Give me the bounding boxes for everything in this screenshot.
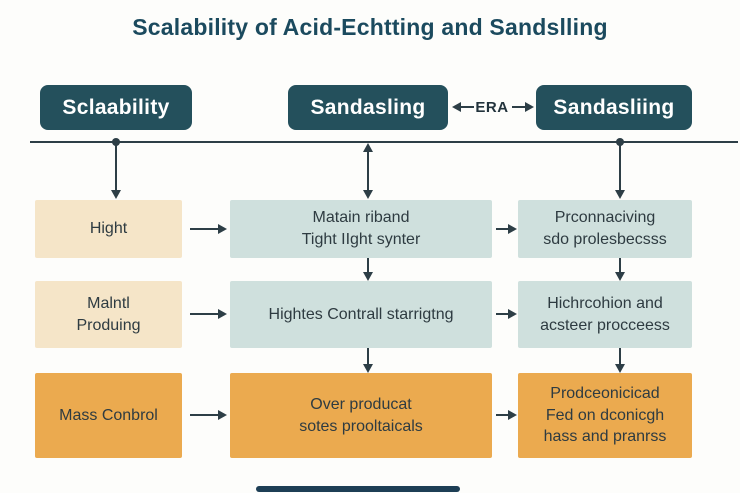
cell-mass-conbrol: Mass Conbrol (35, 373, 182, 458)
timeline-line (30, 138, 738, 146)
cell-text: Prodceonicicad Fed on dconicgh hass and … (543, 385, 667, 446)
right-arrow-row2-a (190, 309, 227, 319)
cell-hightes-contrall: Hightes Contrall starrigtng (230, 281, 492, 348)
cell-malntl-produing: Malntl Produing (35, 281, 182, 348)
cell-text: Hichrcohion and acsteer procceess (540, 294, 670, 334)
cell-text: Over producat sotes prooltaicals (299, 395, 423, 435)
era-label: ERA (475, 98, 509, 116)
right-arrow-row3-b (496, 410, 517, 420)
cell-hight: Hight (35, 200, 182, 258)
right-arrow-row1-b (496, 224, 517, 234)
down-arrow-col3-row3 (615, 348, 625, 373)
right-arrow-row1-a (190, 224, 227, 234)
cell-text: Prconnaciving sdo prolesbecsss (543, 209, 667, 248)
bottom-bar-decoration (256, 486, 460, 492)
header-label: Sclaability (62, 95, 170, 119)
down-arrow-col3-row2 (615, 258, 625, 281)
cell-matain-riband: Matain riband Tight IIght synter (230, 200, 492, 258)
cell-over-producat: Over producat sotes prooltaicals (230, 373, 492, 458)
right-arrow-row2-b (496, 309, 517, 319)
down-arrow-col1 (111, 142, 121, 199)
up-down-arrow-col2 (363, 143, 373, 199)
timeline-dot-left (112, 138, 120, 146)
header-box-sandasliing: Sandasliing (536, 85, 692, 130)
down-arrow-col2-row2 (363, 258, 373, 281)
cell-text: Hight (89, 220, 128, 238)
cell-hichrcohion: Hichrcohion and acsteer procceess (518, 281, 692, 348)
down-arrow-col3 (615, 142, 625, 199)
header-label: Sandasliing (553, 95, 675, 119)
cell-prconnaciving: Prconnaciving sdo prolesbecsss (518, 200, 692, 258)
cell-text: Matain riband Tight IIght synter (301, 209, 421, 248)
header-label: Sandasling (310, 95, 426, 119)
timeline-dot-right (616, 138, 624, 146)
cell-text: Hightes Contrall starrigtng (268, 305, 454, 323)
cell-text: Malntl Produing (76, 294, 141, 334)
cell-text: Mass Conbrol (59, 406, 158, 424)
header-box-sandasling: Sandasling (288, 85, 448, 130)
down-arrow-col2-row3 (363, 348, 373, 373)
header-box-sclaability: Sclaability (40, 85, 192, 130)
right-arrow-row3-a (190, 410, 227, 420)
cell-prodceonicicad: Prodceonicicad Fed on dconicgh hass and … (518, 373, 692, 458)
page-title: Scalability of Acid-Echtting and Sandsll… (132, 14, 608, 40)
